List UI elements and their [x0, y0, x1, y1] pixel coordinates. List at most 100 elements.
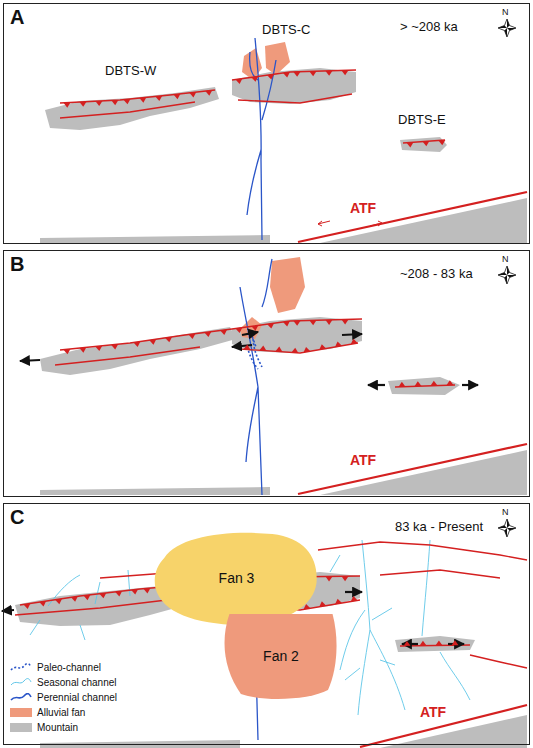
fan-name: Fan 2 — [218, 648, 344, 664]
fault-tooth — [303, 347, 310, 353]
legend-swatch — [10, 708, 32, 717]
fault-tooth — [55, 599, 62, 604]
fault-tooth — [235, 328, 242, 333]
fault-tooth — [267, 323, 274, 328]
compass-north: N — [502, 507, 509, 517]
fault-tooth — [414, 381, 421, 386]
range-name: DBTS-E — [398, 112, 446, 127]
fault-tooth — [79, 347, 86, 352]
legend-line-sample — [10, 693, 32, 702]
range-name: DBTS-C — [262, 22, 310, 37]
fault-tooth — [419, 641, 426, 646]
panel-letter: C — [10, 506, 24, 529]
fault-tooth — [309, 71, 316, 76]
fault-tooth — [115, 591, 122, 596]
fault-tooth — [139, 97, 146, 102]
panel-b-map — [20, 257, 527, 495]
range-name: DBTS-W — [105, 63, 156, 78]
alluvial-fan: Fan 3 — [151, 528, 322, 628]
fault-tooth — [403, 641, 410, 646]
fault-tooth — [220, 330, 227, 335]
fault-tooth — [235, 79, 242, 84]
legend: Paleo-channelSeasonal channelPerennial c… — [10, 660, 117, 735]
fault-tooth — [341, 576, 348, 581]
compass-north: N — [502, 254, 509, 264]
fault-tooth — [275, 347, 282, 352]
fault-tooth — [335, 341, 342, 347]
fault-tooth — [95, 346, 102, 351]
fault-tooth — [63, 102, 70, 107]
fault-tooth — [259, 346, 266, 351]
fault-tooth — [325, 576, 332, 581]
legend-text: Mountain — [37, 722, 78, 733]
fault-tooth — [406, 142, 413, 147]
fault-name: ATF — [350, 452, 376, 468]
legend-row: Perennial channel — [10, 690, 117, 705]
legend-line-sample — [10, 663, 32, 672]
legend-row: Mountain — [10, 720, 117, 735]
fault-tooth — [123, 99, 130, 104]
fault-tooth — [283, 321, 290, 326]
fault-tooth — [143, 588, 150, 593]
fault-tooth — [283, 72, 290, 77]
fault-tooth — [131, 589, 138, 594]
legend-text: Paleo-channel — [37, 662, 101, 673]
legend-row: Seasonal channel — [10, 675, 117, 690]
fault-tooth — [155, 96, 162, 101]
fault-tooth — [438, 140, 445, 145]
fault-tooth — [243, 344, 250, 349]
fault-tooth — [267, 74, 274, 79]
fault-tooth — [39, 601, 46, 606]
fault-tooth — [319, 601, 326, 607]
fault-tooth — [111, 100, 118, 105]
fault-tooth — [173, 94, 180, 99]
fault-tooth — [430, 381, 437, 386]
fault-tooth — [83, 595, 90, 600]
legend-text: Seasonal channel — [37, 677, 117, 688]
legend-row: Paleo-channel — [10, 660, 117, 675]
legend-line-sample — [10, 678, 32, 687]
fault-tooth — [451, 640, 458, 645]
fault-tooth — [99, 593, 106, 598]
fault-tooth — [446, 380, 453, 385]
compass-rose — [498, 19, 516, 537]
fault-tooth — [204, 332, 211, 337]
fault-tooth — [189, 92, 196, 97]
fault-tooth — [341, 319, 348, 324]
fault-tooth — [291, 348, 298, 353]
fault-tooth — [325, 71, 332, 76]
fault-tooth — [435, 640, 442, 645]
fan-name: Fan 3 — [151, 570, 322, 586]
legend-text: Perennial channel — [37, 692, 117, 703]
fault-tooth — [251, 325, 258, 330]
fault-tooth — [351, 596, 358, 602]
fault-tooth — [23, 603, 30, 608]
age-label: > ~208 ka — [400, 19, 458, 34]
fault-tooth — [95, 101, 102, 106]
fault-tooth — [79, 102, 86, 107]
compass-north: N — [502, 7, 509, 17]
panel-letter: B — [10, 253, 24, 276]
fault-tooth — [205, 90, 212, 95]
fault-tooth — [293, 72, 300, 77]
fault-tooth — [133, 341, 140, 346]
fault-name: ATF — [350, 200, 376, 216]
fault-tooth — [309, 320, 316, 325]
fault-tooth — [341, 70, 348, 75]
fault-tooth — [293, 321, 300, 326]
fault-tooth — [63, 349, 70, 354]
fault-tooth — [165, 337, 172, 342]
fault-tooth — [71, 596, 78, 601]
panel-a-map — [40, 38, 527, 243]
map-panel: B — [3, 250, 530, 497]
fault-name: ATF — [420, 704, 446, 720]
fault-tooth — [398, 382, 405, 387]
fault-tooth — [111, 344, 118, 349]
fault-tooth — [422, 141, 429, 146]
age-label: 83 ka - Present — [395, 519, 483, 534]
fault-tooth — [188, 334, 195, 339]
map-panel: A — [3, 3, 530, 244]
fault-tooth — [351, 339, 358, 345]
legend-text: Alluvial fan — [37, 707, 85, 718]
panel-letter: A — [10, 6, 24, 29]
